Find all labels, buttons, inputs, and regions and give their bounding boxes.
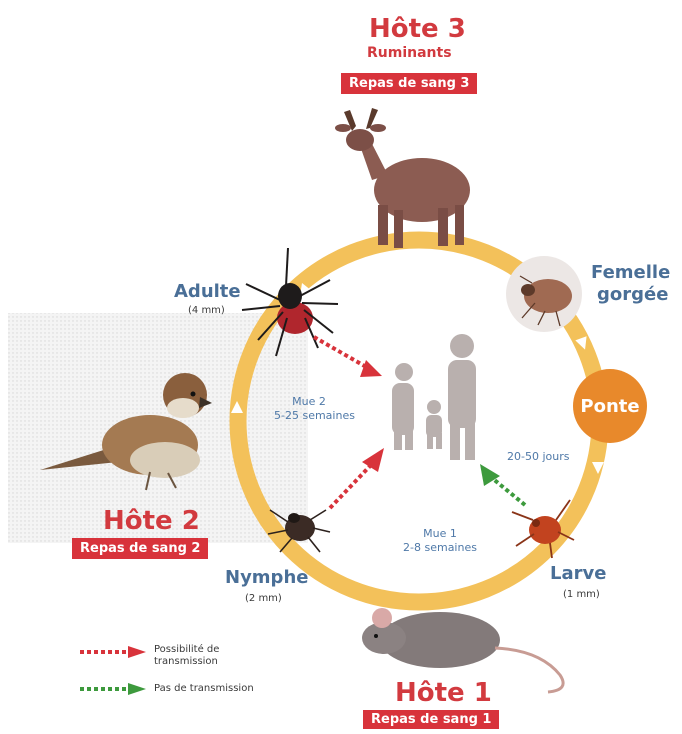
nymphe-label: Nymphe <box>225 569 308 587</box>
host1-title: Hôte 1 <box>395 680 492 706</box>
host3-meal-badge: Repas de sang 3 <box>341 73 477 94</box>
legend-no-transmission-label: Pas de transmission <box>154 683 254 695</box>
transmission-arrow-adult <box>314 337 382 377</box>
ponte-duration-label: 20-50 jours <box>507 450 569 464</box>
larve-size: (1 mm) <box>563 590 600 600</box>
legend-transmission-arrow <box>80 646 146 658</box>
legend-transmission-line2: transmission <box>154 656 219 668</box>
host1-meal-badge: Repas de sang 1 <box>363 710 499 729</box>
mue2-line1: Mue 2 <box>274 395 344 409</box>
adulte-size: (4 mm) <box>188 306 225 316</box>
mue1-line1: Mue 1 <box>400 527 480 541</box>
cycle-arrow-icon <box>480 263 492 275</box>
deer-image <box>335 108 470 248</box>
legend-transmission-label: Possibilité de transmission <box>154 644 219 668</box>
mue1-line2: 2-8 semaines <box>400 541 480 555</box>
nymphe-size: (2 mm) <box>245 594 282 604</box>
legend-transmission-line1: Possibilité de <box>154 644 219 656</box>
mue2-label: Mue 2 5-25 semaines <box>274 395 344 423</box>
cycle-arrow-icon <box>436 568 448 580</box>
host2-title: Hôte 2 <box>103 508 200 534</box>
adulte-label: Adulte <box>174 283 241 301</box>
mue1-label: Mue 1 2-8 semaines <box>400 527 480 555</box>
host3-title: Hôte 3 <box>369 16 466 42</box>
no-transmission-arrow-larva <box>480 464 525 505</box>
host3-subtitle: Ruminants <box>367 46 452 60</box>
host2-meal-badge: Repas de sang 2 <box>72 538 208 559</box>
legend-no-transmission-arrow <box>80 683 146 695</box>
gorgee-label: gorgée <box>597 286 668 304</box>
transmission-arrow-nymph <box>330 448 384 508</box>
human-family-silhouette <box>392 334 476 460</box>
engorged-female-tick-image <box>506 256 582 332</box>
femelle-label: Femelle <box>591 264 670 282</box>
larve-label: Larve <box>550 565 606 583</box>
mue2-line2: 5-25 semaines <box>274 409 344 423</box>
ponte-label: Ponte <box>574 398 646 416</box>
